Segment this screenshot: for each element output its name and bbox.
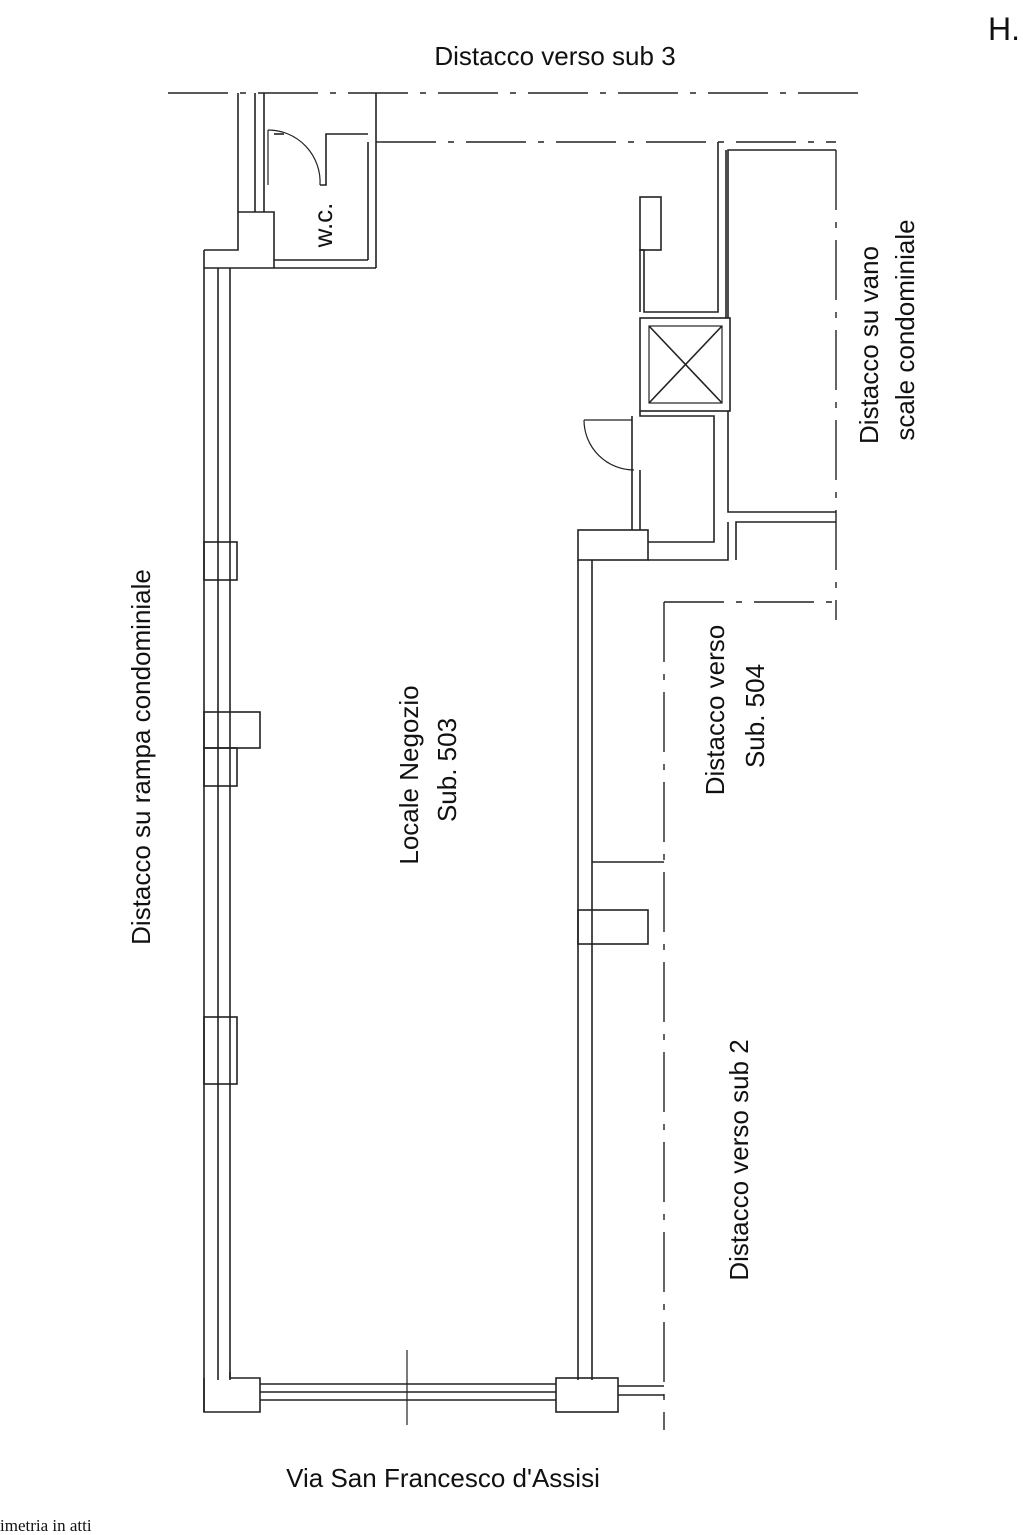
label-stair-2: scale condominiale [890,219,920,440]
stair-door-swing [583,419,635,471]
pillar-left-2b [203,747,238,787]
label-room-1: Locale Negozio [394,685,424,864]
label-wc: w.c. [308,203,338,249]
pillar-left-2 [203,711,261,749]
duct [639,196,662,251]
stair-core [577,142,836,561]
pillar-left-1 [203,541,238,581]
label-top: Distacco verso sub 3 [434,41,675,71]
pillar-bottom-right [555,1377,619,1413]
label-sub504-2: Sub. 504 [740,664,770,768]
street-facade [203,1350,664,1425]
label-stair-1: Distacco su vano [854,246,884,444]
label-street: Via San Francesco d'Assisi [286,1463,600,1493]
right-wall [577,560,664,1380]
caption: imetria in atti [0,1516,92,1535]
wc-door-swing [267,129,321,186]
pillar-left-3 [203,1016,238,1085]
label-sub2: Distacco verso sub 2 [724,1039,754,1280]
label-sub504-1: Distacco verso [700,625,730,796]
left-wall [203,250,261,1412]
label-left: Distacco su rampa condominiale [126,569,156,945]
label-room-2: Sub. 503 [432,718,462,822]
lift-shaft [639,317,731,412]
wc-block [204,93,377,269]
pillar-right-top [577,529,649,561]
boundary-lines [168,92,858,1430]
pillar-right-mid [577,909,649,945]
sheet-mark: H. [988,11,1020,47]
